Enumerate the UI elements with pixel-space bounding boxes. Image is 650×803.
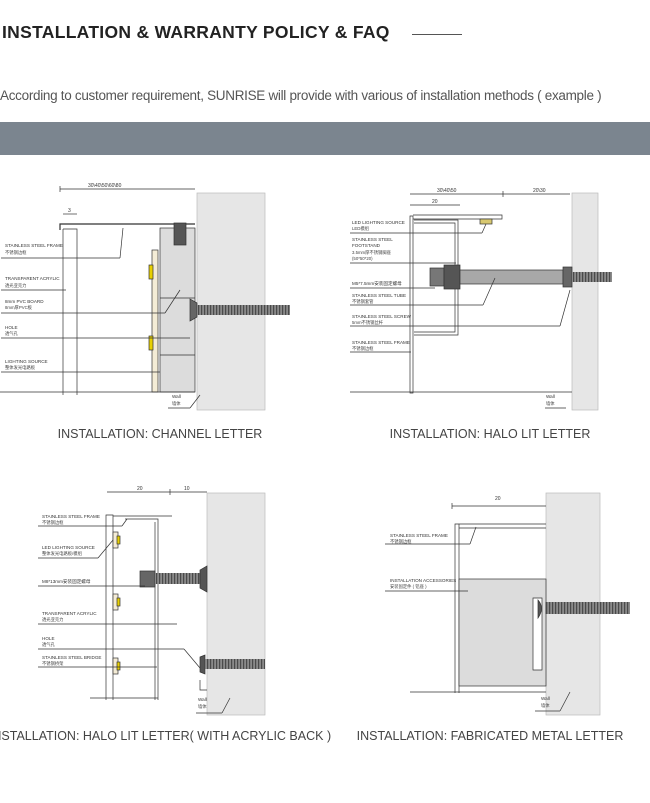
page-subtitle: According to customer requirement, SUNRI… <box>0 88 602 103</box>
bolt-icon <box>173 222 187 246</box>
label: STAINLESS STEEL FRAME <box>352 340 410 345</box>
label: M5*7.5mm安装固定螺母 <box>352 280 402 287</box>
diagram-fabricated-metal-letter <box>385 492 630 716</box>
label-cn: 3.5mm厚不锈钢脚座 <box>352 249 392 256</box>
led-icon <box>116 661 121 671</box>
caption-channel-letter: INSTALLATION: CHANNEL LETTER <box>58 427 263 441</box>
label-cn: 透光亚克力 <box>5 282 26 289</box>
label: HOLE <box>5 325 18 330</box>
dimension-label: 30\40\50\60\80 <box>88 183 122 189</box>
label: TRANSPARENT ACRYLIC <box>42 611 97 616</box>
wall-label-cn: 墙体 <box>172 400 181 407</box>
led-icon <box>148 335 154 351</box>
label: STAINLESS STEEL BRIDGE <box>42 655 101 660</box>
wall-label-cn: 墙体 <box>198 703 207 710</box>
wall-label: Wall <box>198 697 207 702</box>
wall-label: Wall <box>172 394 181 399</box>
led-icon <box>116 597 121 607</box>
dimension-label: 20 <box>137 486 143 492</box>
nut-icon <box>139 570 156 588</box>
caption-halo-lit-letter: INSTALLATION: HALO LIT LETTER <box>390 427 591 441</box>
dimension-label: 20\30 <box>533 188 546 194</box>
wall-label: Wall <box>546 394 555 399</box>
label: STAINLESS STEEL FRAME <box>390 533 448 538</box>
label: STAINLESS STEEL FRAME <box>5 243 63 248</box>
label-cn: 不锈钢边框 <box>42 519 64 526</box>
dimension-label: 20 <box>432 199 438 205</box>
label-cn: 透光亚克力 <box>42 616 63 623</box>
nut-icon <box>429 267 445 287</box>
led-icon <box>148 264 154 280</box>
label-cn: 不锈钢边框 <box>5 249 27 256</box>
label-cn: (50*50*20) <box>352 256 373 261</box>
caption-halo-lit-acrylic-back: INSTALLATION: HALO LIT LETTER( WITH ACRY… <box>0 729 331 743</box>
dimension-label: 3 <box>68 208 71 214</box>
label-cn: 整体发光电路板/模组 <box>42 550 83 557</box>
screw-icon <box>572 272 612 282</box>
screw-icon <box>205 659 265 669</box>
label-cn: 不锈钢桥架 <box>42 660 64 667</box>
led-icon <box>116 535 121 545</box>
label: 8mm PVC BOARD <box>5 299 44 304</box>
label: STAINLESS STEEL FRAME <box>42 514 100 519</box>
label-cn: 整体发光电路板 <box>5 364 36 371</box>
label: STAINLESS STEEL <box>352 237 393 242</box>
label: M8*13mm安装固定螺母 <box>42 578 91 585</box>
label: STAINLESS STEEL SCREW <box>352 314 412 319</box>
label: HOLE <box>42 636 55 641</box>
caption-fabricated-metal-letter: INSTALLATION: FABRICATED METAL LETTER <box>357 729 624 743</box>
label: LED LIGHTING SOURCE <box>42 545 95 550</box>
installation-accessory <box>458 578 547 687</box>
led-icon <box>479 218 493 225</box>
page-title: INSTALLATION & WARRANTY POLICY & FAQ <box>2 22 390 42</box>
wall <box>196 192 266 411</box>
dimension-label: 30\40\50 <box>437 188 457 194</box>
label-cn: 安装固定件 ( 铝座 ) <box>390 583 427 590</box>
label: LED LIGHTING SOURCE <box>352 220 405 225</box>
wall <box>206 492 266 716</box>
label: STAINLESS STEEL TUBE <box>352 293 406 298</box>
wall-label-cn: 墙体 <box>541 702 550 709</box>
label: LIGHTING SOURCE <box>5 359 48 364</box>
title-divider <box>412 34 462 35</box>
wall <box>571 192 599 411</box>
diagram-halo-lit-letter <box>350 191 612 411</box>
label: INSTALLATION ACCESSORIES <box>390 578 456 583</box>
label-cn: LED模组 <box>352 225 370 232</box>
label-cn: 不锈钢边框 <box>390 538 412 545</box>
dimension-label: 20 <box>495 496 501 502</box>
label-cn: 透气孔 <box>5 330 19 337</box>
label-cn: 5mm不锈钢丝杆 <box>352 319 384 326</box>
dimension-label: 10 <box>184 486 190 492</box>
tube-icon <box>459 269 564 285</box>
label-cn: 8mm厚PVC板 <box>5 304 33 311</box>
wall-label-cn: 墙体 <box>546 400 555 407</box>
label-cn: 不锈钢边框 <box>352 345 374 352</box>
label-cn: 透气孔 <box>42 641 56 648</box>
section-banner <box>0 122 650 155</box>
label-cn: 不锈钢套管 <box>352 298 374 305</box>
screw-icon <box>197 305 290 315</box>
diagram-channel-letter <box>0 186 290 411</box>
diagram-halo-lit-acrylic-back <box>38 489 266 716</box>
label: FOOTSTAND <box>352 243 381 248</box>
wall-label: Wall <box>541 696 550 701</box>
bolt-icon <box>155 573 202 584</box>
screw-icon <box>545 602 630 614</box>
label: TRANSPARENT ACRYLIC <box>5 276 60 281</box>
